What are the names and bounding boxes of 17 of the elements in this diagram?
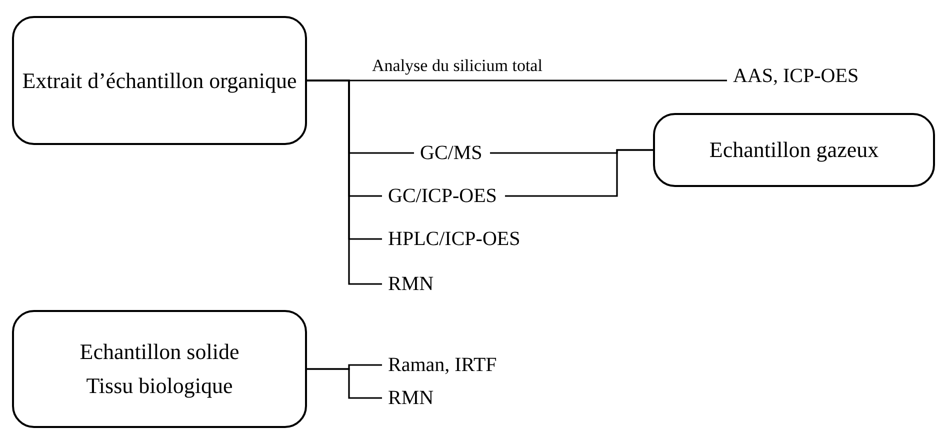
box-text: Echantillon gazeux xyxy=(709,136,879,164)
rounded-box xyxy=(12,16,307,145)
rounded-box xyxy=(12,310,307,428)
connector-line xyxy=(505,149,653,197)
box-text: Extrait d’échantillon organique xyxy=(22,66,297,95)
method-label: RMN xyxy=(388,272,434,296)
box-text: Echantillon solide xyxy=(80,338,240,366)
method-label: GC/ICP-OES xyxy=(388,184,497,208)
method-label: AAS, ICP-OES xyxy=(733,64,859,88)
connector-line xyxy=(307,80,382,285)
method-label: Raman, IRTF xyxy=(388,353,497,377)
box-text: Tissu biologique xyxy=(86,372,233,400)
method-label: GC/MS xyxy=(420,141,482,165)
method-label: RMN xyxy=(388,386,434,410)
method-label: HPLC/ICP-OES xyxy=(388,227,520,251)
rounded-box xyxy=(653,113,935,187)
connector-line xyxy=(307,368,382,399)
